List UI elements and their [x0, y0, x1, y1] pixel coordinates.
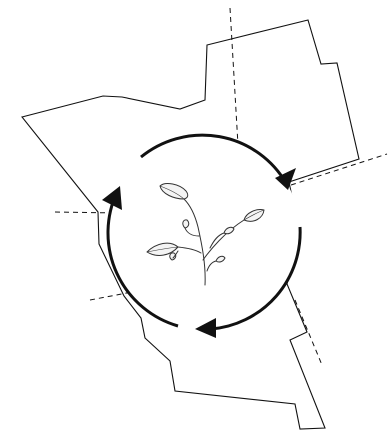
division-line-east	[291, 154, 387, 185]
division-line-west	[55, 212, 117, 213]
plant-bud-upper-left	[183, 220, 189, 228]
division-line-southeast	[295, 300, 322, 365]
division-line-north	[230, 8, 238, 145]
